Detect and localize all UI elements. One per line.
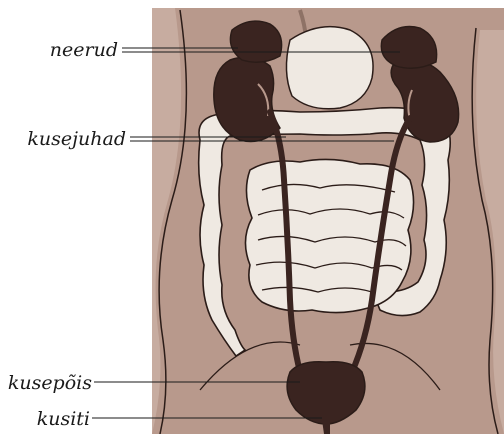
ureters-label: kusejuhad	[27, 128, 126, 150]
urethra-label: kusiti	[37, 408, 90, 430]
kidneys-label: neerud	[50, 39, 118, 61]
left-adrenal	[230, 21, 281, 62]
bladder-label: kusepõis	[8, 372, 92, 394]
left-kidney	[214, 57, 280, 141]
upper-abdomen-organ	[286, 27, 373, 109]
